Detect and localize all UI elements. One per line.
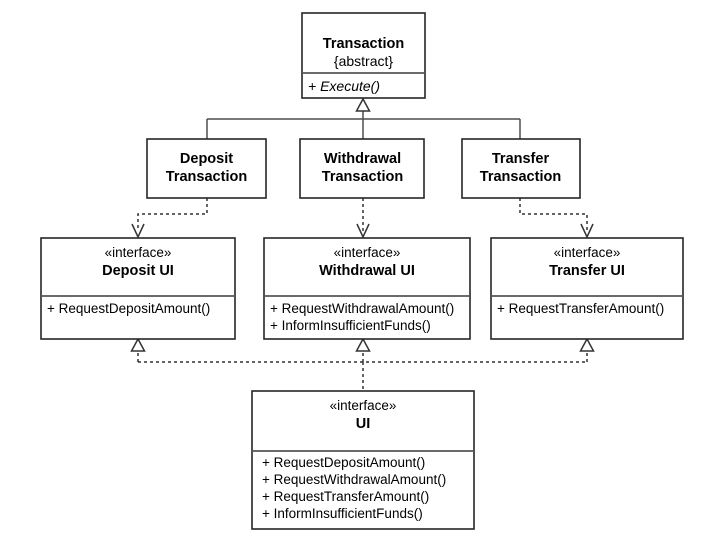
class-box-deposit-transaction[interactable]: Deposit Transaction bbox=[146, 138, 267, 199]
realization-ui-to-interfaces bbox=[130, 337, 595, 391]
transfer-transaction-name-line2: Transaction bbox=[480, 169, 561, 185]
transfer-transaction-outline bbox=[461, 138, 581, 199]
hollow-triangle-arrowhead-transaction bbox=[355, 97, 371, 112]
deposit-transaction-name-line2: Transaction bbox=[166, 169, 247, 185]
class-box-ui[interactable]: «interface» UI + RequestDepositAmount() … bbox=[251, 390, 475, 530]
withdrawal-ui-outline bbox=[263, 237, 471, 340]
hollow-triangle-arrowhead-deposit-ui bbox=[130, 337, 146, 352]
deposit-ui-stereotype: «interface» bbox=[105, 245, 172, 260]
transfer-ui-outline bbox=[490, 237, 684, 340]
dependency-transfer-transaction-to-transfer-ui bbox=[519, 198, 594, 239]
open-arrowhead-deposit-ui bbox=[131, 223, 145, 239]
ui-class-name: UI bbox=[356, 416, 371, 432]
transaction-outline bbox=[301, 12, 426, 99]
deposit-ui-outline bbox=[40, 237, 236, 340]
connector-layer bbox=[130, 97, 595, 391]
dependency-deposit-transaction-to-deposit-ui bbox=[131, 198, 208, 239]
transfer-ui-stereotype: «interface» bbox=[554, 245, 621, 260]
ui-method-3: + RequestTransferAmount() bbox=[262, 489, 429, 504]
deposit-transaction-name-line1: Deposit bbox=[180, 151, 233, 167]
open-arrowhead-withdrawal-ui bbox=[356, 223, 370, 239]
class-box-transfer-ui[interactable]: «interface» Transfer UI + RequestTransfe… bbox=[490, 237, 684, 340]
ui-method-1: + RequestDepositAmount() bbox=[262, 455, 425, 470]
class-box-withdrawal-transaction[interactable]: Withdrawal Transaction bbox=[299, 138, 425, 199]
transaction-method-execute: + Execute() bbox=[308, 78, 380, 94]
class-box-withdrawal-ui[interactable]: «interface» Withdrawal UI + RequestWithd… bbox=[263, 237, 471, 340]
deposit-ui-class-name: Deposit UI bbox=[102, 263, 174, 279]
ui-method-4: + InformInsufficientFunds() bbox=[262, 506, 423, 521]
hollow-triangle-arrowhead-transfer-ui bbox=[579, 337, 595, 352]
deposit-transaction-outline bbox=[146, 138, 267, 199]
withdrawal-transaction-name-line1: Withdrawal bbox=[324, 151, 401, 167]
withdrawal-ui-method-2: + InformInsufficientFunds() bbox=[270, 318, 431, 333]
class-box-transfer-transaction[interactable]: Transfer Transaction bbox=[461, 138, 581, 199]
transfer-transaction-name-line1: Transfer bbox=[492, 151, 550, 167]
withdrawal-transaction-outline bbox=[299, 138, 425, 199]
dependency-path-transfer bbox=[519, 198, 588, 231]
withdrawal-ui-stereotype: «interface» bbox=[334, 245, 401, 260]
hollow-triangle-arrowhead-withdrawal-ui bbox=[355, 337, 371, 352]
deposit-ui-method-1: + RequestDepositAmount() bbox=[47, 301, 210, 316]
withdrawal-ui-method-1: + RequestWithdrawalAmount() bbox=[270, 301, 454, 316]
withdrawal-transaction-name-line2: Transaction bbox=[322, 169, 403, 185]
generalization-transaction bbox=[206, 97, 521, 139]
withdrawal-ui-class-name: Withdrawal UI bbox=[319, 263, 415, 279]
class-box-deposit-ui[interactable]: «interface» Deposit UI + RequestDepositA… bbox=[40, 237, 236, 340]
open-arrowhead-transfer-ui bbox=[580, 223, 594, 239]
ui-outline bbox=[251, 390, 475, 530]
ui-stereotype: «interface» bbox=[330, 398, 397, 413]
dependency-withdrawal-transaction-to-withdrawal-ui bbox=[356, 198, 370, 239]
transfer-ui-class-name: Transfer UI bbox=[549, 263, 625, 279]
transaction-abstract-modifier: {abstract} bbox=[334, 53, 393, 69]
class-box-transaction[interactable]: Transaction {abstract} + Execute() bbox=[301, 12, 426, 99]
ui-method-2: + RequestWithdrawalAmount() bbox=[262, 472, 446, 487]
transfer-ui-method-1: + RequestTransferAmount() bbox=[497, 301, 664, 316]
dependency-path-deposit bbox=[137, 198, 208, 231]
transaction-class-name: Transaction bbox=[323, 36, 404, 52]
